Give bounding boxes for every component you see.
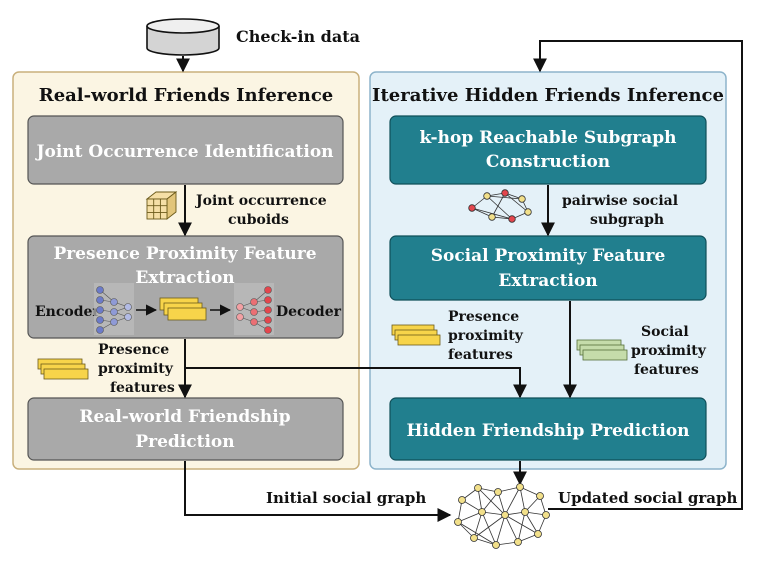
arrow-presence-to-hidden: [185, 367, 527, 399]
latent-features-icon: [159, 297, 207, 321]
joint-occurrence-box: [27, 115, 344, 185]
pairwise-subgraph-icon: [468, 189, 532, 223]
social-features-line3: features: [634, 362, 699, 378]
check-in-data-label: Check-in data: [236, 27, 360, 46]
presence-features-icon-left: [37, 358, 89, 380]
khop-label-line2: Construction: [486, 152, 610, 172]
social-extraction-label-line1: Social Proximity Feature: [431, 246, 666, 266]
updated-social-graph-label: Updated social graph: [558, 489, 737, 507]
presence-features-icon-right: [391, 324, 441, 346]
social-graph-icon: [454, 483, 550, 549]
subgraph-label-line1: pairwise social: [562, 193, 678, 209]
database-icon: [146, 18, 220, 56]
encoder-label: Encoder: [35, 304, 100, 320]
subgraph-label-line2: subgraph: [590, 212, 664, 228]
arrow-feedback-loop: [533, 40, 743, 510]
cuboid-label-line1: Joint occurrence: [194, 193, 327, 209]
decoder-label: Decoder: [276, 304, 342, 320]
social-features-line2: proximity: [631, 343, 707, 359]
presence-features-left-line3: features: [110, 380, 175, 396]
arrow-initial-social-graph: [184, 461, 452, 522]
presence-features-left-line1: Presence: [98, 342, 169, 358]
presence-features-left-line2: proximity: [98, 361, 174, 377]
joint-occurrence-label: Joint Occurrence Identification: [34, 142, 333, 162]
hidden-prediction-box: [389, 397, 707, 461]
presence-features-right-line1: Presence: [448, 309, 519, 325]
presence-extraction-label-line1: Presence Proximity Feature: [53, 244, 316, 264]
khop-label-line1: k-hop Reachable Subgraph: [419, 128, 676, 148]
cuboid-icon: [145, 191, 178, 220]
real-world-prediction-label-line2: Prediction: [135, 432, 234, 452]
social-features-icon: [576, 339, 628, 361]
khop-subgraph-box: [389, 115, 707, 185]
social-extraction-label-line2: Extraction: [498, 271, 597, 291]
presence-extraction-label-line2: Extraction: [135, 268, 234, 288]
real-world-prediction-label-line1: Real-world Friendship: [79, 407, 290, 427]
presence-features-right-line3: features: [448, 347, 513, 363]
presence-features-right-line2: proximity: [448, 328, 524, 344]
social-features-line1: Social: [641, 324, 689, 340]
cuboid-label-line2: cuboids: [228, 212, 289, 228]
initial-social-graph-label: Initial social graph: [266, 489, 426, 507]
left-panel-title: Real-world Friends Inference: [39, 85, 334, 106]
right-panel-title: Iterative Hidden Friends Inference: [372, 85, 724, 106]
decoder-network-icon: [236, 286, 272, 334]
hidden-prediction-label: Hidden Friendship Prediction: [406, 421, 689, 441]
encoder-network-icon: [96, 286, 132, 334]
